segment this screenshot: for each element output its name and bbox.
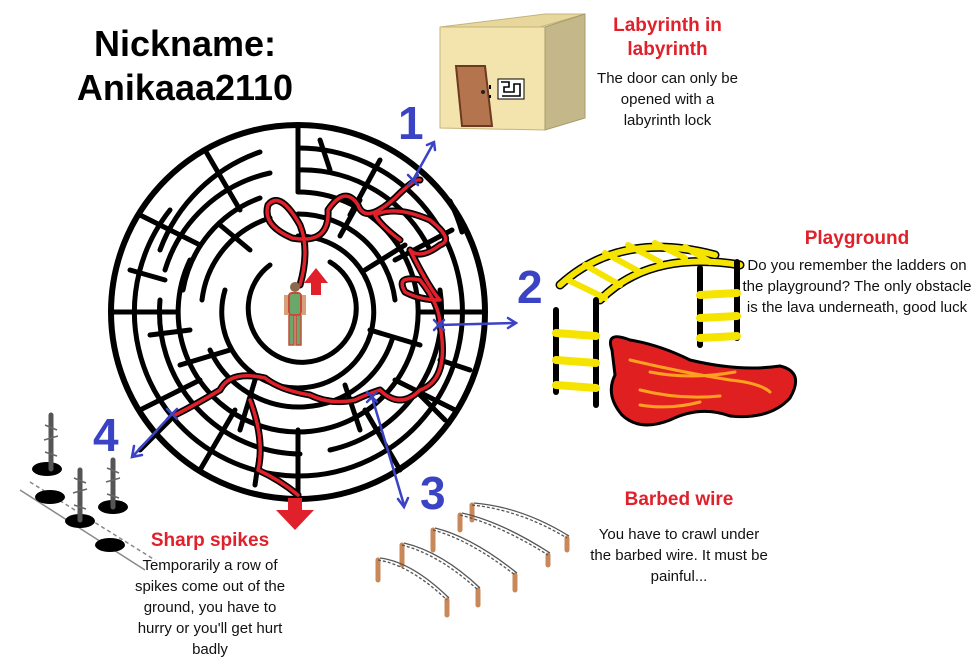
start-arrow-icon (304, 268, 328, 295)
spikes-icon (19, 412, 156, 571)
station-4-title: Sharp spikes (150, 530, 270, 551)
station-1-card: Labyrinth in labyrinth The door can only… (585, 14, 750, 131)
station-arrows (130, 140, 519, 510)
station-1-title: Labyrinth in labyrinth (613, 15, 722, 60)
player-character-icon (284, 282, 306, 346)
barbed-wire-icon (375, 502, 570, 618)
exit-arrow-icon (276, 498, 314, 530)
nickname-label: Nickname: (93, 23, 277, 64)
station-3-description: You have to crawl under the barbed wire.… (590, 526, 768, 585)
playground-ladder-icon (552, 240, 745, 408)
lava-pool-icon (609, 335, 798, 427)
nickname-block: Nickname: Anikaaa2110 (50, 22, 320, 110)
station-2-title: Playground (804, 228, 910, 249)
station-1-number: 1 (398, 97, 424, 149)
station-4-number: 4 (93, 409, 119, 461)
station-4-card: Sharp spikes Temporarily a row of spikes… (125, 529, 295, 660)
station-4-description: Temporarily a row of spikes come out of … (134, 557, 286, 658)
station-3-title: Barbed wire (624, 489, 734, 510)
station-3-card: Barbed wire You have to crawl under the … (590, 488, 768, 587)
station-2-card: Playground Do you remember the ladders o… (742, 227, 972, 318)
station-2-description: Do you remember the ladders on the playg… (742, 257, 972, 316)
station-2-number: 2 (517, 261, 543, 313)
station-3-number: 3 (420, 467, 446, 519)
maze-icon (108, 122, 488, 502)
box-with-door-icon (439, 13, 586, 131)
nickname-value: Anikaaa2110 (76, 67, 294, 108)
station-1-description: The door can only be opened with a labyr… (597, 70, 738, 129)
